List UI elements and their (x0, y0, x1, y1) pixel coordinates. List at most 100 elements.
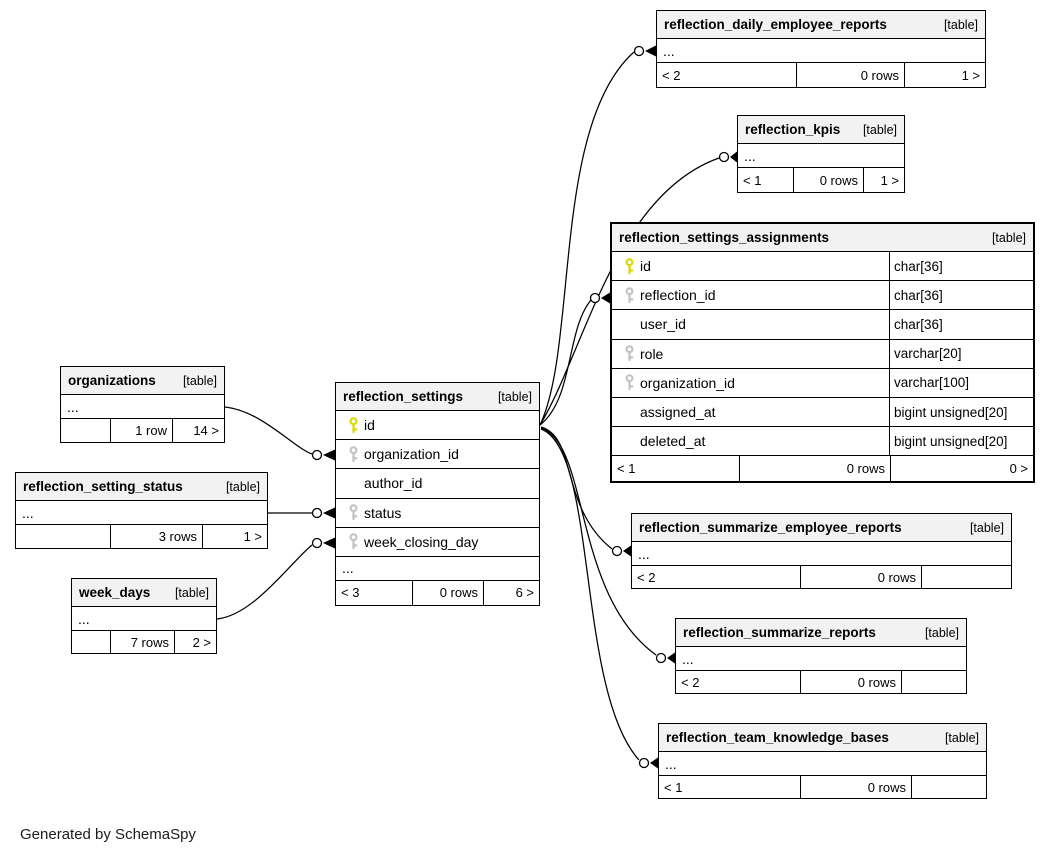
table-reflection-setting-status[interactable]: reflection_setting_status [table] ... 3 … (15, 472, 268, 549)
child-count: 2 > (192, 634, 211, 650)
column-type: bigint unsigned[20] (889, 427, 1033, 456)
collapsed-columns-row: ... (16, 501, 267, 525)
table-footer: < 2 0 rows 1 > (657, 63, 985, 87)
table-reflection-summarize-employee-reports[interactable]: reflection_summarize_employee_reports [t… (631, 513, 1012, 589)
table-name[interactable]: reflection_daily_employee_reports (664, 17, 887, 32)
column-type: char[36] (889, 310, 1033, 339)
column-name: author_id (364, 475, 423, 492)
table-badge: [table] (969, 520, 1004, 535)
foreign-key-icon (348, 445, 358, 462)
table-footer: < 1 0 rows 0 > (612, 456, 1033, 481)
parent-count (61, 419, 111, 442)
row-count: 0 rows (797, 63, 905, 87)
parent-count: < 1 (612, 456, 740, 481)
column-type: varchar[20] (889, 339, 1033, 368)
table-reflection-daily-employee-reports[interactable]: reflection_daily_employee_reports [table… (656, 10, 986, 88)
table-badge: [table] (497, 389, 532, 404)
table-reflection-team-knowledge-bases[interactable]: reflection_team_knowledge_bases [table] … (658, 723, 987, 799)
collapsed-columns-row: ... (676, 647, 966, 671)
row-count: 0 rows (413, 580, 484, 605)
table-name[interactable]: reflection_summarize_employee_reports (639, 520, 902, 535)
column-row-organization-id: organization_id (336, 440, 539, 470)
table-name[interactable]: reflection_setting_status (23, 479, 183, 494)
table-header: reflection_settings [table] (336, 383, 539, 411)
column-row-organization-id: organization_id varchar[100] (612, 368, 1033, 398)
column-row-status: status (336, 499, 539, 528)
table-reflection-settings-assignments[interactable]: reflection_settings_assignments [table] … (610, 222, 1035, 483)
table-badge: [table] (943, 17, 978, 32)
column-row-author-id: author_id (336, 469, 539, 499)
edge-settings-to-settings-assignments (539, 299, 592, 426)
row-count: 0 rows (801, 776, 912, 798)
table-footer: 7 rows 2 > (72, 631, 216, 653)
column-row-reflection-id: reflection_id char[36] (612, 281, 1033, 311)
parent-count (16, 525, 111, 548)
foreign-key-icon (624, 286, 634, 303)
column-row-week-closing-day: week_closing_day (336, 528, 539, 557)
table-badge: [table] (944, 730, 979, 745)
table-header: week_days [table] (72, 579, 216, 607)
column-row-deleted-at: deleted_at bigint unsigned[20] (612, 427, 1033, 457)
child-count: 1 > (961, 67, 980, 83)
foreign-key-icon (348, 504, 358, 521)
row-count: 0 rows (801, 566, 922, 588)
table-name[interactable]: reflection_summarize_reports (683, 625, 876, 640)
table-header: reflection_team_knowledge_bases [table] (659, 724, 986, 752)
parent-count: < 2 (657, 63, 797, 87)
table-footer: 1 row 14 > (61, 419, 224, 442)
column-row-role: role varchar[20] (612, 339, 1033, 369)
collapsed-columns-row: ... (61, 395, 224, 419)
column-name: assigned_at (640, 404, 716, 421)
table-organizations[interactable]: organizations [table] ... 1 row 14 > (60, 366, 225, 443)
primary-key-icon (624, 257, 634, 274)
column-name: id (640, 258, 651, 275)
column-type: char[36] (889, 252, 1033, 281)
crow-foot-arrowheads (323, 45, 737, 769)
table-name[interactable]: reflection_team_knowledge_bases (666, 730, 889, 745)
child-count: 1 > (880, 172, 899, 188)
parent-count (72, 631, 111, 653)
table-reflection-kpis[interactable]: reflection_kpis [table] ... < 1 0 rows 1… (737, 115, 905, 193)
table-header: reflection_summarize_employee_reports [t… (632, 514, 1011, 542)
child-count: 14 > (193, 423, 219, 438)
column-type: varchar[100] (889, 368, 1033, 397)
edge-settings-to-daily-employee-reports (539, 51, 635, 426)
table-footer: 3 rows 1 > (16, 525, 267, 548)
generated-by-note: Generated by SchemaSpy (20, 826, 196, 843)
child-count: 0 > (1009, 461, 1028, 477)
column-name: week_closing_day (364, 533, 479, 550)
table-week-days[interactable]: week_days [table] ... 7 rows 2 > (71, 578, 217, 654)
column-name: deleted_at (640, 433, 706, 450)
foreign-key-icon (348, 533, 358, 550)
table-name[interactable]: week_days (79, 585, 151, 600)
table-badge: [table] (182, 373, 217, 388)
child-count: 1 > (243, 529, 262, 544)
table-reflection-summarize-reports[interactable]: reflection_summarize_reports [table] ...… (675, 618, 967, 694)
table-name[interactable]: reflection_kpis (745, 122, 841, 137)
table-name[interactable]: reflection_settings (343, 389, 464, 404)
table-header: reflection_daily_employee_reports [table… (657, 11, 985, 39)
parent-count: < 3 (336, 580, 413, 605)
table-badge: [table] (924, 625, 959, 640)
edge-settings-to-kpis (539, 157, 720, 426)
collapsed-columns-row: ... (738, 144, 904, 168)
parent-count: < 2 (676, 671, 801, 693)
parent-count: < 2 (632, 566, 801, 588)
primary-key-icon (348, 416, 358, 433)
table-name[interactable]: reflection_settings_assignments (619, 230, 830, 245)
table-reflection-settings[interactable]: reflection_settings [table] id organizat… (335, 382, 540, 606)
column-row-assigned-at: assigned_at bigint unsigned[20] (612, 397, 1033, 428)
table-header: reflection_setting_status [table] (16, 473, 267, 501)
table-name[interactable]: organizations (68, 373, 156, 388)
collapsed-columns-row: ... (632, 542, 1011, 566)
row-count: 1 row (111, 419, 173, 442)
column-row-user-id: user_id char[36] (612, 310, 1033, 340)
column-type: bigint unsigned[20] (889, 397, 1033, 427)
row-count: 0 rows (740, 456, 891, 481)
column-type: char[36] (889, 281, 1033, 310)
column-name: organization_id (364, 446, 459, 463)
row-count: 0 rows (801, 671, 902, 693)
collapsed-columns-row: ... (336, 557, 539, 581)
parent-count: < 1 (738, 168, 794, 192)
